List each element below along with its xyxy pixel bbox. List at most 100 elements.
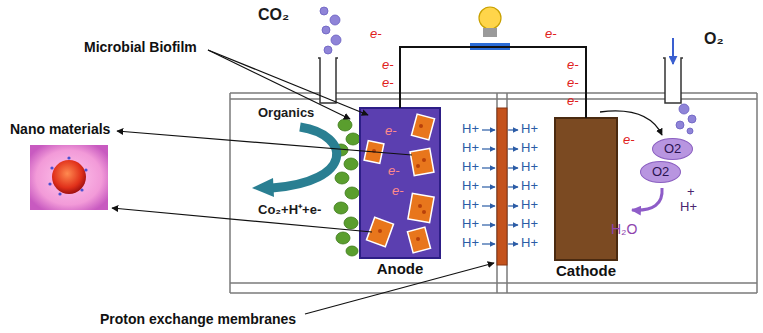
light-bulb-part <box>483 28 497 37</box>
proton-arrows-part <box>508 186 518 187</box>
nanomaterial-image-part-part <box>84 168 87 171</box>
molecule-label: O2 <box>652 165 669 179</box>
proton-label: H+ <box>521 160 538 174</box>
nanomaterial-dots-part <box>416 164 420 168</box>
microbial-biofilm-part <box>346 246 358 256</box>
electron-label: e- <box>623 133 635 147</box>
cathode-electrode <box>555 118 617 260</box>
gas-label: CO₂ <box>258 6 289 24</box>
co2-bubbles-part <box>320 7 328 15</box>
nanomaterial-image <box>30 145 108 210</box>
tank-walls-part <box>230 292 757 294</box>
electron-label: e- <box>567 58 579 72</box>
electron-label: e- <box>567 94 579 108</box>
proton-arrows-part <box>482 167 495 168</box>
microbial-biofilm-part <box>338 119 352 131</box>
nanomaterial-dots-part <box>378 229 382 233</box>
microbial-biofilm-part <box>334 202 348 214</box>
nanomaterial-image-part <box>30 145 108 210</box>
gas-label: O₂ <box>704 30 724 48</box>
anode-box: Anode <box>360 108 440 278</box>
electron-arrow <box>600 111 662 135</box>
leader-lines-part <box>117 131 412 155</box>
electrode-label: Cathode <box>556 263 616 280</box>
nanomaterial-image-part <box>52 160 86 194</box>
proton-label: H+ <box>521 122 538 136</box>
tank-walls-part <box>230 282 757 284</box>
nanomaterial-dots-part <box>416 237 420 241</box>
tank-walls-part <box>756 93 758 293</box>
external-circuit-wire <box>400 47 586 118</box>
tank-walls-part <box>229 93 231 293</box>
oxygen-oval: O2 <box>652 138 693 160</box>
electron-label: e- <box>392 184 404 198</box>
proton-arrows-part <box>508 167 518 168</box>
microbial-biofilm-part <box>336 232 350 244</box>
o2-bubbles-part <box>676 121 684 129</box>
proton-label: H+ <box>462 160 479 174</box>
proton-label: H+ <box>521 198 538 212</box>
microbial-biofilm <box>334 119 360 256</box>
nanomaterial-pieces-part <box>410 148 434 175</box>
co2-bubbles-part <box>324 46 332 54</box>
oxidation-arrow <box>272 127 337 188</box>
oxygen-oval: O2 <box>640 161 681 183</box>
o2-inlet-arrow <box>672 38 674 64</box>
electrode-area <box>555 118 617 260</box>
electrode-area <box>360 108 440 258</box>
nanomaterial-pieces <box>364 114 434 253</box>
proton-arrows-part <box>508 148 518 149</box>
co2-bubbles-part <box>330 15 340 25</box>
nanomaterial-image-part-part <box>48 182 51 185</box>
proton-arrows <box>482 130 518 244</box>
proton-arrows-part <box>508 224 518 225</box>
gas-tubes-part <box>663 58 683 103</box>
nanomaterial-dots-part <box>419 124 423 128</box>
electron-label: e- <box>385 124 397 138</box>
co2-bubbles-part <box>331 35 341 45</box>
callout-label: Proton exchange membranes <box>100 312 296 327</box>
proton-label: H+ <box>521 141 538 155</box>
microbial-biofilm-part <box>345 187 359 199</box>
microbial-biofilm-part <box>344 217 358 229</box>
proton-exchange-membrane <box>497 108 507 265</box>
proton-arrows-part <box>482 129 495 130</box>
electron-label: e- <box>382 76 394 90</box>
proton-arrows-part <box>482 243 495 244</box>
proton-label: H+ <box>521 217 538 231</box>
product-label: H₂O <box>611 222 637 237</box>
proton-arrows-part <box>508 129 518 130</box>
oxidation-arrowhead <box>252 178 274 197</box>
nanomaterial-image-part <box>48 156 87 195</box>
electron-label: e- <box>388 164 400 178</box>
leader-lines-part <box>112 208 372 232</box>
electron-label: e- <box>545 27 557 41</box>
gas-tubes <box>318 58 683 103</box>
o2-bubbles-part <box>687 128 693 134</box>
proton-label: H+ <box>462 217 479 231</box>
light-bulb-part <box>479 7 501 29</box>
leader-lines <box>112 50 494 314</box>
proton-arrows-part <box>482 205 495 206</box>
proton-arrows-part <box>508 243 518 244</box>
electron-label: e- <box>382 58 394 72</box>
nanomaterial-dots <box>372 124 426 241</box>
nanomaterial-dots-part <box>422 210 426 214</box>
nanomaterial-dots-part <box>422 158 426 162</box>
electron-label: e- <box>370 27 382 41</box>
proton-label: H+ <box>462 198 479 212</box>
nanomaterial-image-part-part <box>50 166 53 169</box>
proton-label: H+ <box>521 236 538 250</box>
nanomaterial-image-part-part <box>58 192 61 195</box>
microbial-biofilm-part <box>346 133 360 145</box>
electrode-label: Anode <box>377 261 424 278</box>
microbial-biofilm-part <box>335 172 349 184</box>
electron-label: e- <box>567 76 579 90</box>
o2-bubbles-part <box>688 115 696 123</box>
nanomaterial-pieces-part <box>408 193 434 222</box>
reaction-label: Co₂+H⁺+e- <box>258 203 321 217</box>
proton-label: H+ <box>462 179 479 193</box>
water-arrow <box>632 188 662 210</box>
nanomaterial-dots-part <box>418 204 422 208</box>
proton-arrows-part <box>482 224 495 225</box>
